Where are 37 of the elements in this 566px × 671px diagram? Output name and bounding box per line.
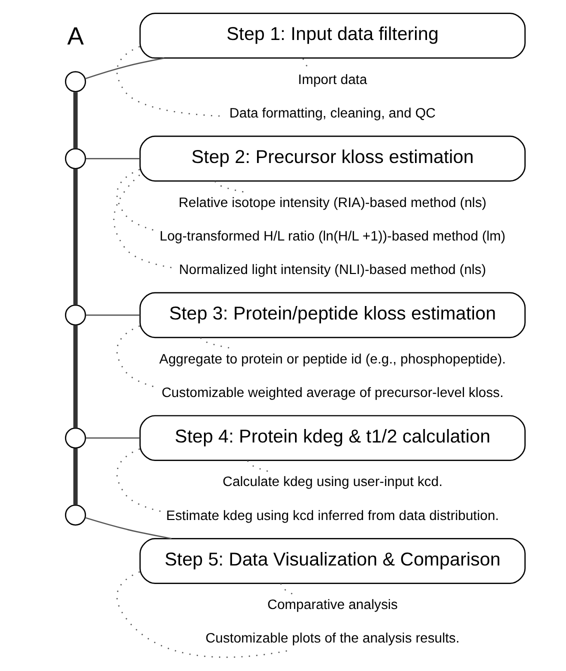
connector xyxy=(116,168,156,232)
node-circle xyxy=(64,504,86,526)
node-text: Relative isotope intensity (RIA)-based method (nls) xyxy=(178,194,486,210)
node-text: Import data xyxy=(298,72,367,87)
node-text: Normalized light intensity (NLI)-based method (nls) xyxy=(178,262,486,277)
node-box: Step 4: Protein kdeg & t1/2 calculation xyxy=(138,415,526,461)
connector xyxy=(72,92,78,148)
node-box: Step 5: Data Visualization & Comparison xyxy=(138,538,526,584)
connector xyxy=(302,58,310,70)
node-text: Customizable plots of the analysis results. xyxy=(205,630,460,646)
connector xyxy=(85,158,140,160)
connector xyxy=(246,460,268,472)
node-box: Step 2: Precursor kloss estimation xyxy=(138,136,526,182)
connector xyxy=(214,180,244,193)
node-text: Comparative analysis xyxy=(266,597,398,612)
connector xyxy=(72,448,78,505)
node-text: Calculate kdeg using user-input kcd. xyxy=(222,474,442,490)
node-circle xyxy=(64,148,86,170)
connector xyxy=(84,58,164,80)
node-text: Customizable weighted average of precursor-level kloss. xyxy=(161,384,504,400)
connector xyxy=(85,314,140,316)
connector xyxy=(280,583,294,595)
node-text: Data formatting, cleaning, and QC xyxy=(228,105,436,120)
connector xyxy=(116,571,289,658)
node-box: Step 1: Input data filtering xyxy=(138,12,526,59)
node-text: Aggregate to protein or peptide id (e.g., phosphopeptide). xyxy=(158,351,506,366)
node-box: Step 3: Protein/peptide kloss estimation xyxy=(138,292,526,338)
node-text: Log-transformed H/L ratio (ln(H/L +1))-based method (lm) xyxy=(159,228,505,244)
connector xyxy=(85,437,140,439)
node-circle xyxy=(64,304,86,326)
node-circle xyxy=(64,71,86,92)
node-text: Estimate kdeg using kcd inferred from data distribution. xyxy=(166,508,498,523)
connector xyxy=(84,517,172,540)
node-circle xyxy=(64,427,86,449)
connector xyxy=(72,168,78,305)
connector xyxy=(72,325,78,428)
label: A xyxy=(66,23,84,50)
